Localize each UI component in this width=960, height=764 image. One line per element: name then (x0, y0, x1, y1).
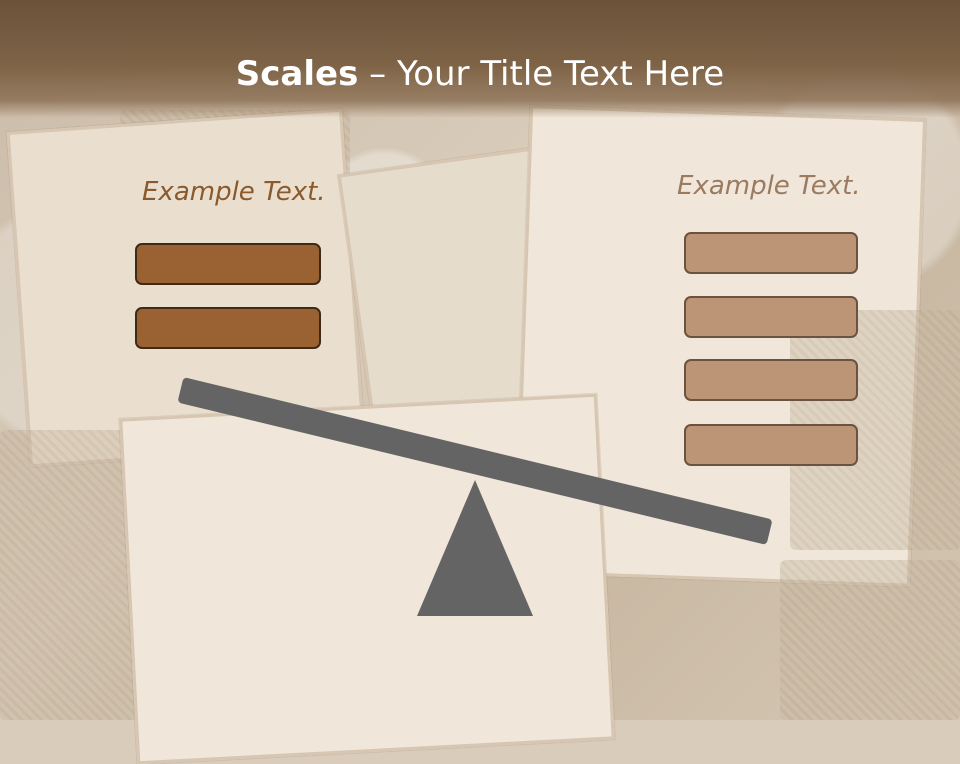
right-text-box[interactable] (684, 232, 858, 274)
title-bar: Scales – Your Title Text Here (0, 0, 960, 118)
right-text-box[interactable] (684, 296, 858, 338)
banknote-image (780, 560, 960, 720)
left-example-label[interactable]: Example Text. (142, 177, 326, 207)
right-text-box[interactable] (684, 424, 858, 466)
right-example-label[interactable]: Example Text. (677, 171, 861, 201)
right-text-box[interactable] (684, 359, 858, 401)
background-paper (119, 393, 615, 764)
left-text-box[interactable] (135, 243, 321, 285)
title-bold: Scales (235, 54, 359, 94)
scale-fulcrum[interactable] (417, 480, 533, 616)
slide-title[interactable]: Scales – Your Title Text Here (0, 54, 960, 94)
left-text-box[interactable] (135, 307, 321, 349)
title-rest: – Your Title Text Here (358, 54, 725, 94)
